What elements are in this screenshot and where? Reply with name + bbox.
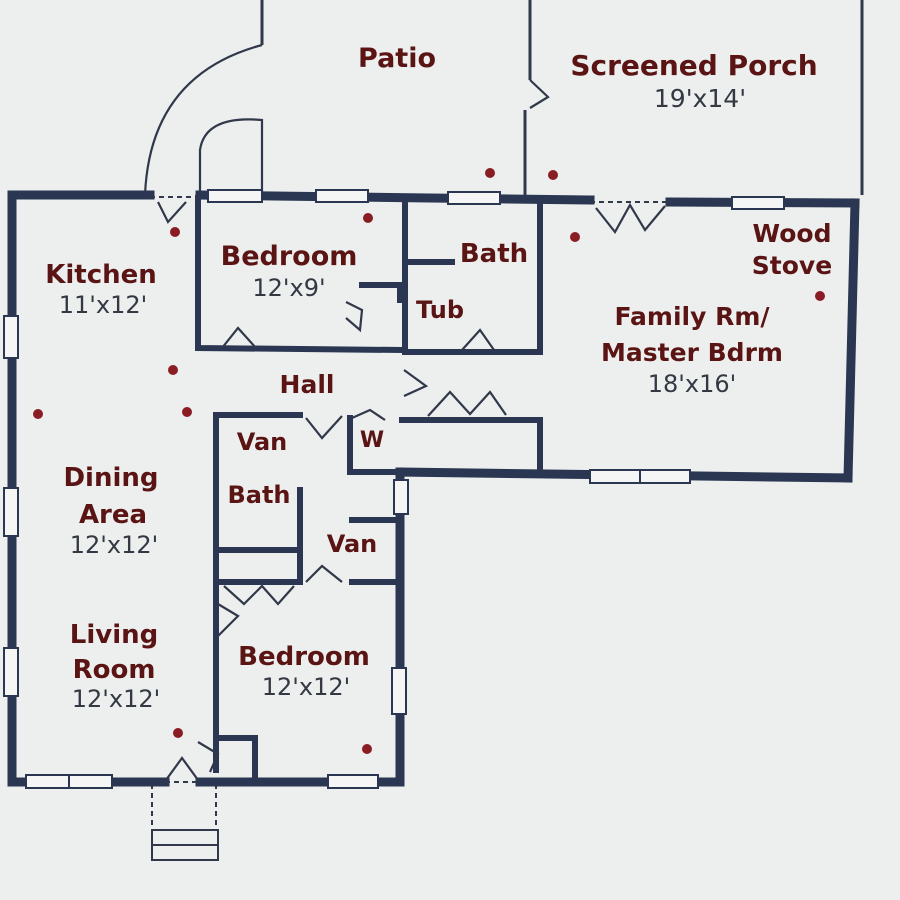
bedroom-north-walls — [195, 195, 404, 354]
bedroom-closet-doors — [223, 584, 295, 606]
bedroom-door-swing — [221, 326, 257, 349]
screened-porch-size: 19'x14' — [654, 84, 746, 113]
porch-door-swing — [529, 79, 550, 109]
outlet-markers — [33, 168, 825, 754]
window — [327, 774, 379, 789]
entry-closet — [217, 735, 258, 781]
south-bath-west-wall — [213, 412, 303, 773]
living-label-line2: Room — [73, 655, 156, 685]
family-room-label-line2: Master Bdrm — [601, 338, 783, 367]
kitchen-size: 11'x12' — [59, 291, 147, 319]
dining-size: 12'x12' — [70, 531, 158, 559]
closet-door-swing — [345, 301, 364, 333]
outlet-dot — [485, 168, 495, 178]
north-wall — [7, 190, 860, 208]
washer-door-swing — [351, 408, 386, 421]
window — [391, 667, 407, 715]
interior-walls — [195, 195, 543, 781]
washer-closet — [347, 415, 403, 475]
tub-label: Tub — [416, 296, 464, 324]
hall-door-swing — [403, 369, 429, 398]
dining-label-line2: Area — [79, 500, 147, 530]
window — [207, 189, 263, 203]
bath-entry-swing — [305, 415, 343, 440]
outdoor-lines — [143, 0, 864, 196]
patio-curve — [143, 43, 263, 196]
patio-label: Patio — [358, 43, 436, 74]
porch-left-edge — [523, 0, 532, 195]
vanity-wall — [217, 487, 303, 585]
outlet-dot — [182, 407, 192, 417]
family-room-size: 18'x16' — [648, 370, 736, 398]
outlet-dot — [170, 227, 180, 237]
bath-door-swing — [461, 328, 495, 351]
kitchen-label: Kitchen — [45, 260, 157, 290]
outlet-dot — [362, 744, 372, 754]
outlet-dot — [363, 213, 373, 223]
closet-hall-wall — [399, 417, 543, 471]
outlet-dot — [548, 170, 558, 180]
bath-south-walls — [217, 517, 398, 585]
front-door-swing — [165, 756, 199, 781]
family-double-door — [595, 202, 666, 234]
bedroom-north-size: 12'x9' — [252, 274, 325, 302]
bedroom-south-size: 12'x12' — [262, 673, 350, 701]
washer-label: W — [360, 428, 384, 453]
living-size: 12'x12' — [72, 685, 160, 713]
vanity-door-swing — [305, 564, 343, 583]
family-room-label-line1: Family Rm/ — [614, 302, 770, 331]
entry-closet-swing — [197, 741, 220, 773]
outlet-dot — [173, 728, 183, 738]
window — [315, 189, 369, 203]
window — [3, 487, 19, 537]
outlet-dot — [168, 365, 178, 375]
east-wall — [843, 198, 860, 483]
vanity-1-label: Van — [237, 428, 288, 456]
windows — [3, 189, 785, 789]
hall-closet-doors — [427, 390, 507, 417]
screened-porch-label: Screened Porch — [570, 49, 817, 82]
bedroom-north-label: Bedroom — [221, 241, 358, 272]
wood-stove-label-line2: Stove — [752, 251, 832, 280]
bedroom-door-swing-2 — [217, 603, 240, 637]
outlet-dot — [33, 409, 43, 419]
outlet-dot — [570, 232, 580, 242]
living-label-line1: Living — [70, 620, 158, 650]
patio-step-outline — [198, 118, 264, 195]
bath-south-label: Bath — [227, 481, 290, 509]
bath-north-label: Bath — [460, 239, 528, 269]
window — [3, 647, 19, 697]
bedroom-south-label: Bedroom — [238, 642, 370, 672]
vanity-2-label: Van — [327, 530, 378, 558]
hall-label: Hall — [280, 370, 335, 399]
window — [447, 191, 501, 205]
kitchen-door-swing — [157, 201, 187, 224]
room-labels: Patio Screened Porch 19'x14' Kitchen 11'… — [45, 43, 832, 713]
closet-wall — [359, 282, 403, 303]
bath-north-walls — [402, 197, 543, 355]
window — [3, 315, 19, 359]
outlet-dot — [815, 291, 825, 301]
window — [731, 196, 785, 210]
doors — [150, 196, 670, 861]
front-steps-outline — [151, 784, 217, 830]
window — [393, 479, 409, 515]
wood-stove-label-line1: Wood — [753, 219, 832, 248]
dining-label-line1: Dining — [63, 463, 158, 493]
